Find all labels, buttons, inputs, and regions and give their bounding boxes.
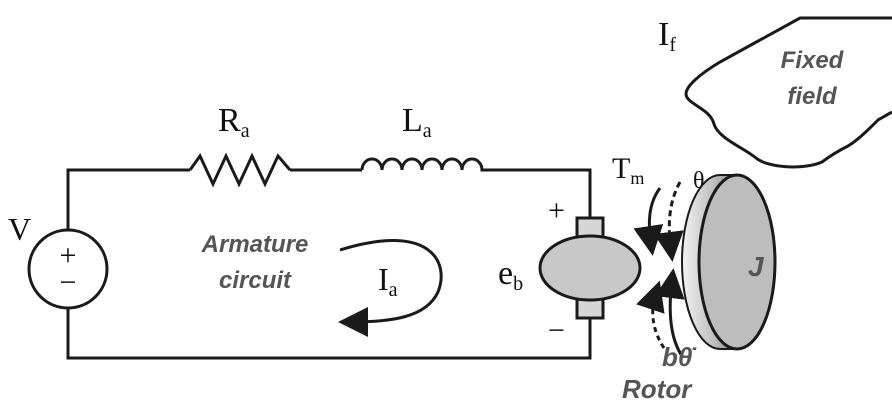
rotor-disc: [681, 173, 777, 351]
armature-circuit-label-line2: circuit: [219, 267, 292, 294]
armature-current-arrow: [338, 239, 443, 337]
voltage-source-minus: −: [60, 266, 77, 299]
angle-label: θ: [693, 168, 705, 194]
motor-armature: [538, 216, 642, 320]
motor-plus-sign: +: [548, 194, 565, 227]
resistor: [188, 152, 292, 188]
resistor-label: Ra: [218, 102, 250, 142]
torque-label: Tm: [612, 152, 644, 188]
rotor-label: Rotor: [622, 374, 693, 404]
voltage-source: [27, 228, 109, 310]
inductor-label: La: [402, 102, 432, 142]
damping-arrow: [654, 268, 685, 357]
voltage-source-plus: +: [60, 239, 77, 272]
inductor: [360, 157, 484, 172]
back-emf-label: eb: [498, 255, 523, 295]
circuit-wires: [66, 168, 592, 360]
field-current-label: If: [658, 16, 676, 56]
armature-current-label: Ia: [378, 261, 398, 301]
fixed-field-label-line2: field: [787, 83, 838, 110]
damping-label: bθ̇: [662, 342, 697, 372]
angle-arrow: [653, 181, 684, 262]
fixed-field-label-line1: Fixed: [781, 47, 845, 74]
damping-arrow-dotted: [636, 280, 666, 349]
voltage-label: V: [8, 211, 31, 247]
armature-circuit-label-line1: Armature: [201, 231, 309, 258]
torque-arrow: [633, 187, 664, 256]
fixed-field-shape: [684, 38, 892, 169]
motor-minus-sign: −: [548, 314, 565, 347]
inertia-label: J: [748, 251, 765, 282]
fixed-field-outline-top: [759, 16, 892, 42]
